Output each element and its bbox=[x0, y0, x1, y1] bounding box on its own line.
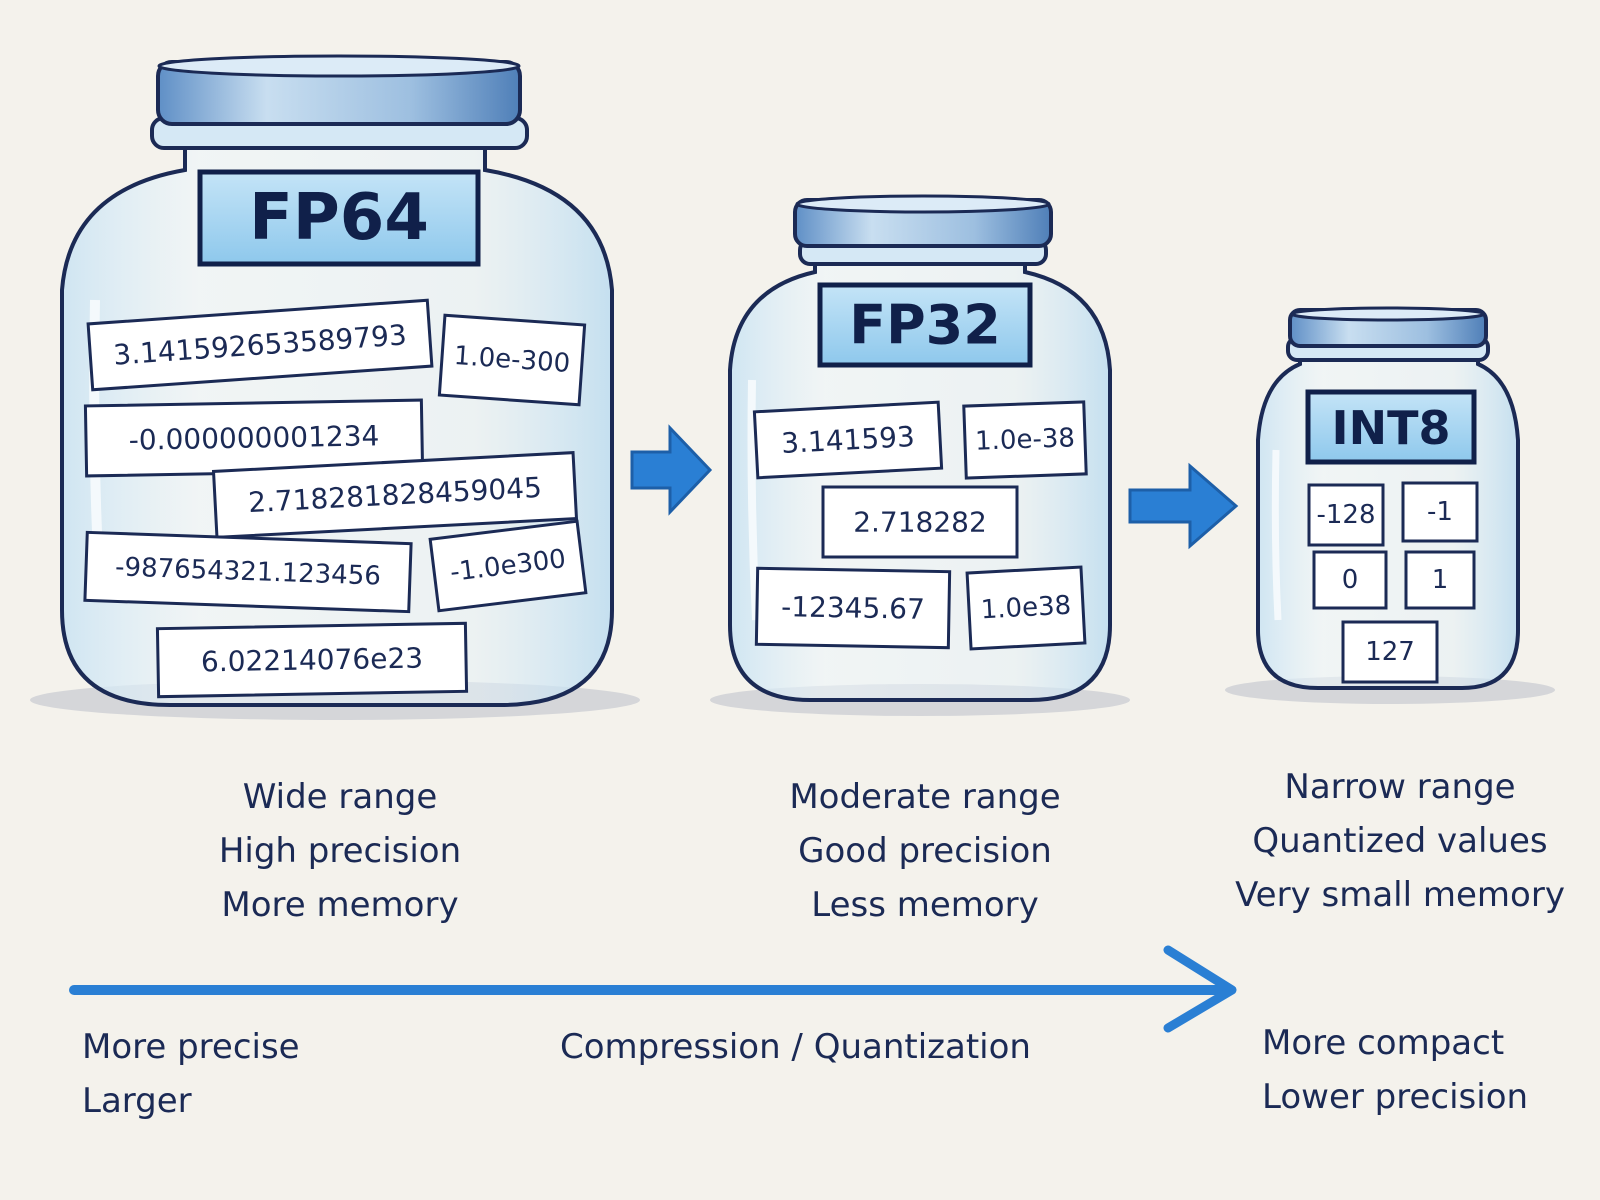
int8-glass-highlight bbox=[1271, 449, 1282, 621]
int8-chip-box bbox=[1404, 550, 1476, 610]
fp32-chip-value: -12345.67 bbox=[781, 590, 925, 626]
fp32-caption: Moderate range Good precision Less memor… bbox=[755, 770, 1095, 932]
fp64-title: FP64 bbox=[249, 181, 429, 255]
axis-left-label: More precise Larger bbox=[82, 1020, 300, 1128]
fp64-caption-line: High precision bbox=[218, 831, 462, 871]
fp32-title: FP32 bbox=[849, 294, 1001, 357]
fp32-chip-value: 2.718282 bbox=[853, 506, 987, 539]
int8-lid-top bbox=[1290, 306, 1486, 322]
compression-axis-arrow bbox=[69, 945, 1237, 1033]
fp32-chip-box bbox=[962, 400, 1088, 480]
int8-chip-box bbox=[1341, 620, 1439, 684]
int8-chip-value: -1 bbox=[1427, 497, 1453, 527]
int8-caption-line: Very small memory bbox=[1235, 875, 1565, 915]
fp32-chip-box bbox=[965, 565, 1087, 651]
fp32-caption-line: Good precision bbox=[798, 831, 1052, 871]
fp64-chip-value: 6.02214076e23 bbox=[201, 642, 424, 679]
fp64-chip-box bbox=[211, 451, 579, 539]
int8-chip-box bbox=[1401, 481, 1479, 543]
int8-title-label bbox=[1305, 389, 1477, 465]
fp32-caption-line: Moderate range bbox=[789, 777, 1061, 817]
fp64-caption-line: Wide range bbox=[242, 777, 438, 817]
fp64-caption: Wide range High precision More memory bbox=[170, 770, 510, 932]
arrow-fp32-to-int8 bbox=[1128, 462, 1239, 550]
fp64-caption-line: More memory bbox=[221, 885, 459, 925]
int8-chip-box bbox=[1307, 483, 1385, 547]
fp32-chip-value: 1.0e-38 bbox=[975, 423, 1076, 456]
fp32-caption-line: Less memory bbox=[811, 885, 1039, 925]
fp32-chip-box bbox=[752, 400, 944, 480]
int8-jar: INT8 -128 -1 0 1 127 bbox=[1225, 306, 1555, 704]
int8-caption-line: Quantized values bbox=[1252, 821, 1548, 861]
fp64-chip-box bbox=[428, 519, 588, 613]
axis-left-line: More precise bbox=[82, 1027, 300, 1067]
fp32-chip-value: 1.0e38 bbox=[980, 591, 1072, 626]
fp64-chip-box bbox=[86, 298, 434, 392]
axis-right-label: More compact Lower precision bbox=[1262, 1016, 1528, 1124]
fp32-lid-top bbox=[795, 194, 1051, 214]
fp64-lid-top bbox=[157, 54, 521, 78]
fp64-title-label bbox=[197, 169, 481, 267]
int8-title: INT8 bbox=[1332, 401, 1451, 455]
fp32-title-label bbox=[817, 282, 1033, 368]
int8-chip-value: -128 bbox=[1316, 500, 1375, 530]
fp32-chip-box bbox=[821, 485, 1019, 559]
int8-chip-value: 1 bbox=[1432, 565, 1449, 595]
fp64-chip-value: -0.000000001234 bbox=[128, 419, 379, 456]
int8-chip-value: 0 bbox=[1342, 565, 1359, 595]
int8-caption-line: Narrow range bbox=[1284, 767, 1516, 807]
fp32-chip-box bbox=[754, 566, 952, 650]
axis-center-label: Compression / Quantization bbox=[560, 1027, 1031, 1067]
int8-chip-box bbox=[1312, 550, 1388, 610]
axis-left-line: Larger bbox=[82, 1081, 192, 1121]
int8-caption: Narrow range Quantized values Very small… bbox=[1230, 760, 1570, 922]
fp64-chip-box bbox=[437, 313, 587, 407]
int8-chip-value: 127 bbox=[1365, 637, 1415, 667]
fp32-chip-value: 3.141593 bbox=[780, 420, 915, 460]
fp32-jar: FP32 3.141593 1.0e-38 2.718282 -12345.67… bbox=[710, 194, 1130, 716]
arrow-fp64-to-fp32 bbox=[630, 424, 713, 516]
fp64-jar: FP64 3.141592653589793 1.0e-300 -0.00000… bbox=[30, 54, 640, 720]
fp64-chip-box bbox=[155, 621, 469, 699]
fp32-glass-highlight bbox=[747, 379, 760, 621]
axis-right-line: Lower precision bbox=[1262, 1077, 1529, 1117]
fp64-chip-box bbox=[83, 530, 413, 614]
axis-right-line: More compact bbox=[1262, 1023, 1505, 1063]
